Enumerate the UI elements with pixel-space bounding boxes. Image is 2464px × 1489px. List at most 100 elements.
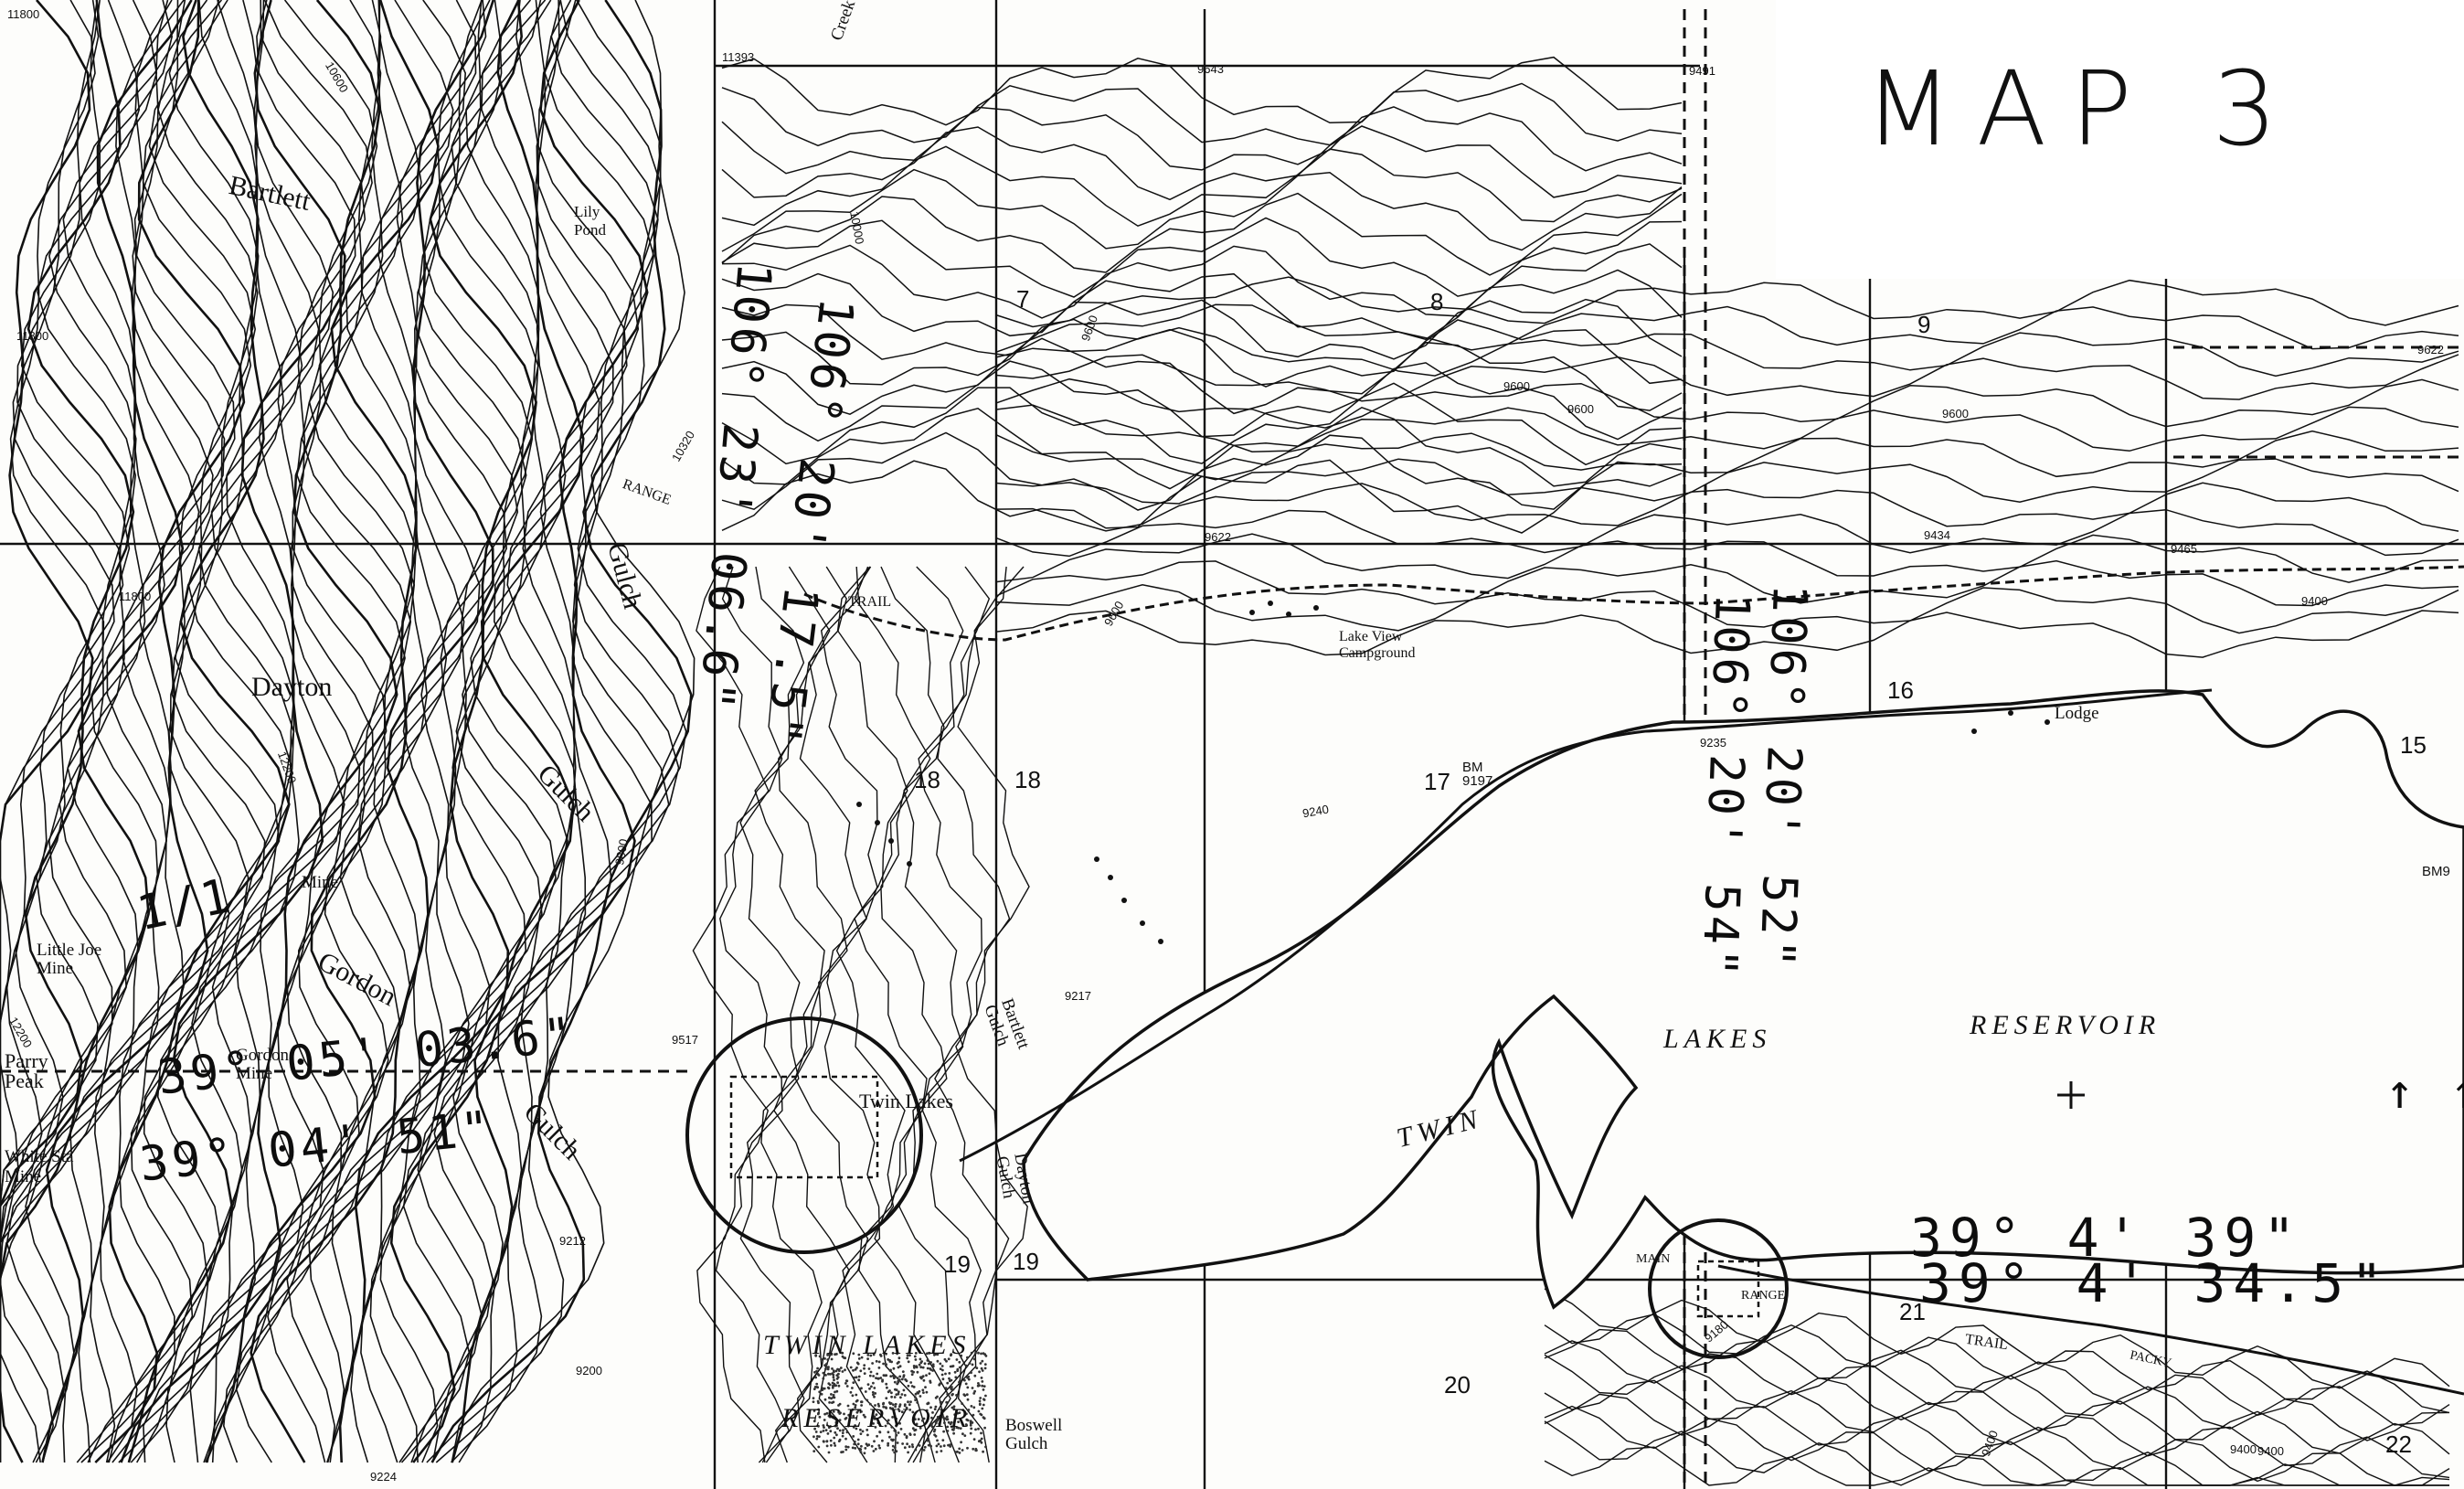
label-bm-right: BM9 (2422, 864, 2450, 879)
contour-line (721, 217, 1683, 298)
contour-line (754, 566, 831, 1463)
contour-line (721, 269, 1683, 341)
contour-line (5, 0, 226, 1463)
contour-line (818, 566, 881, 1463)
lake-shore (1022, 689, 2464, 1310)
elevation-label: 9600 (1567, 402, 1594, 416)
contour-line (360, 0, 552, 1463)
elevation-label: 9212 (559, 1234, 586, 1248)
contour-line (458, 0, 655, 1463)
main-road-lower (1717, 1264, 2464, 1396)
contour-line (1544, 1288, 2450, 1389)
contour-line (369, 0, 557, 1463)
elevation-label: 9400 (2230, 1442, 2257, 1456)
contour-line (995, 354, 2459, 402)
contour-line (286, 0, 519, 1463)
contour-line (995, 584, 2459, 634)
label-lake-view-campground: Lake View Campground (1339, 629, 1416, 661)
elevation-label: 9600 (1942, 407, 1969, 420)
section-number: 21 (1899, 1298, 1926, 1325)
contour-line (108, 0, 335, 1463)
section-number: 8 (1430, 288, 1444, 315)
label-white-star-mine: White Sta Mine (5, 1147, 74, 1186)
contour-line (130, 0, 366, 1463)
contour-line (0, 0, 115, 1462)
contour-line (721, 56, 1683, 126)
contour-line (451, 0, 696, 1463)
label-twin-lakes-lower: TWIN LAKES (763, 1330, 972, 1360)
contour-line (995, 276, 2459, 328)
elevation-label: 9217 (1065, 989, 1091, 1003)
contour-line (112, 0, 388, 1463)
contour-line (127, 0, 346, 1463)
contour-line (0, 0, 158, 1462)
label-lakes-big: LAKES (1663, 1024, 1772, 1054)
contour-line (721, 125, 1683, 201)
section-number: 9 (1917, 311, 1931, 338)
contour-line (995, 482, 2459, 532)
contour-line (1544, 1340, 2450, 1441)
label-reservoir-big: RESERVOIR (1970, 1010, 2161, 1040)
contour-line (995, 508, 2459, 558)
contour-line (995, 404, 2459, 452)
section-number: 19 (944, 1250, 971, 1278)
contour-line (308, 0, 527, 1463)
contour-line (431, 0, 640, 1463)
contour-line (739, 566, 805, 1463)
contour-line (100, 0, 281, 1463)
contour-line (773, 566, 851, 1463)
contour-line (721, 168, 1683, 252)
circles (685, 1016, 1789, 1359)
label-parry-peak: Parry Peak (5, 1049, 48, 1092)
section-number: 19 (1013, 1248, 1039, 1275)
contour-line (995, 610, 2459, 658)
label-main: MAIN (1636, 1252, 1671, 1266)
elevation-label: 9400 (2257, 1444, 2284, 1458)
contour-line (250, 0, 495, 1463)
contour-line (721, 318, 1683, 388)
label-reservoir-lower: RESERVOIR (781, 1403, 973, 1433)
contour-line (338, 0, 537, 1463)
contour-line (451, 0, 649, 1463)
contour-line (721, 243, 1683, 319)
contour-line (1544, 1446, 2449, 1486)
contour-line (80, 0, 293, 1463)
range-circle (1648, 1218, 1789, 1359)
reservoir-plus (2057, 1081, 2085, 1109)
contour-line (692, 566, 770, 1463)
contour-line (835, 566, 908, 1463)
contour-line (165, 0, 412, 1463)
section-number: 16 (1887, 676, 1914, 704)
label-twin-lakes-town: Twin Lakes (859, 1090, 953, 1112)
contour-line (207, 0, 422, 1463)
north-arrow-icon: ↑ ↑ (2385, 1065, 2464, 1120)
contour-line (400, 0, 600, 1463)
label-mine: Mine (302, 873, 339, 892)
contour-line (62, 0, 252, 1463)
label-dayton-gulch: Dayton Gulch (992, 1151, 1038, 1206)
section-number: 22 (2385, 1431, 2412, 1458)
elevation-label: 9400 (2301, 594, 2328, 608)
elevation-label: 9200 (576, 1364, 602, 1377)
handwritten-coordinate: 39° 4' 34.5" (1919, 1252, 2391, 1314)
contour-line (854, 566, 931, 1463)
contour-line (0, 0, 124, 1462)
label-bm-9197: BM 9197 (1462, 760, 1493, 789)
contour-line (1544, 1379, 2450, 1479)
contour-line (721, 192, 1683, 276)
contour-line (995, 303, 2459, 353)
elevation-label: 9465 (2171, 542, 2197, 556)
contour-line (918, 566, 991, 1463)
contour-line (715, 566, 790, 1463)
twin-lakes-town-blocks (729, 1075, 1760, 1318)
handwritten-coordinate: 39° 4' 39" (1910, 1207, 2303, 1269)
label-boswell-gulch: Boswell Gulch (1005, 1416, 1063, 1453)
elevation-label: 9224 (370, 1470, 397, 1484)
contour-line (0, 0, 131, 1462)
title-panel (1776, 0, 2464, 279)
section-number: 18 (1014, 766, 1041, 793)
contour-line (205, 0, 440, 1463)
